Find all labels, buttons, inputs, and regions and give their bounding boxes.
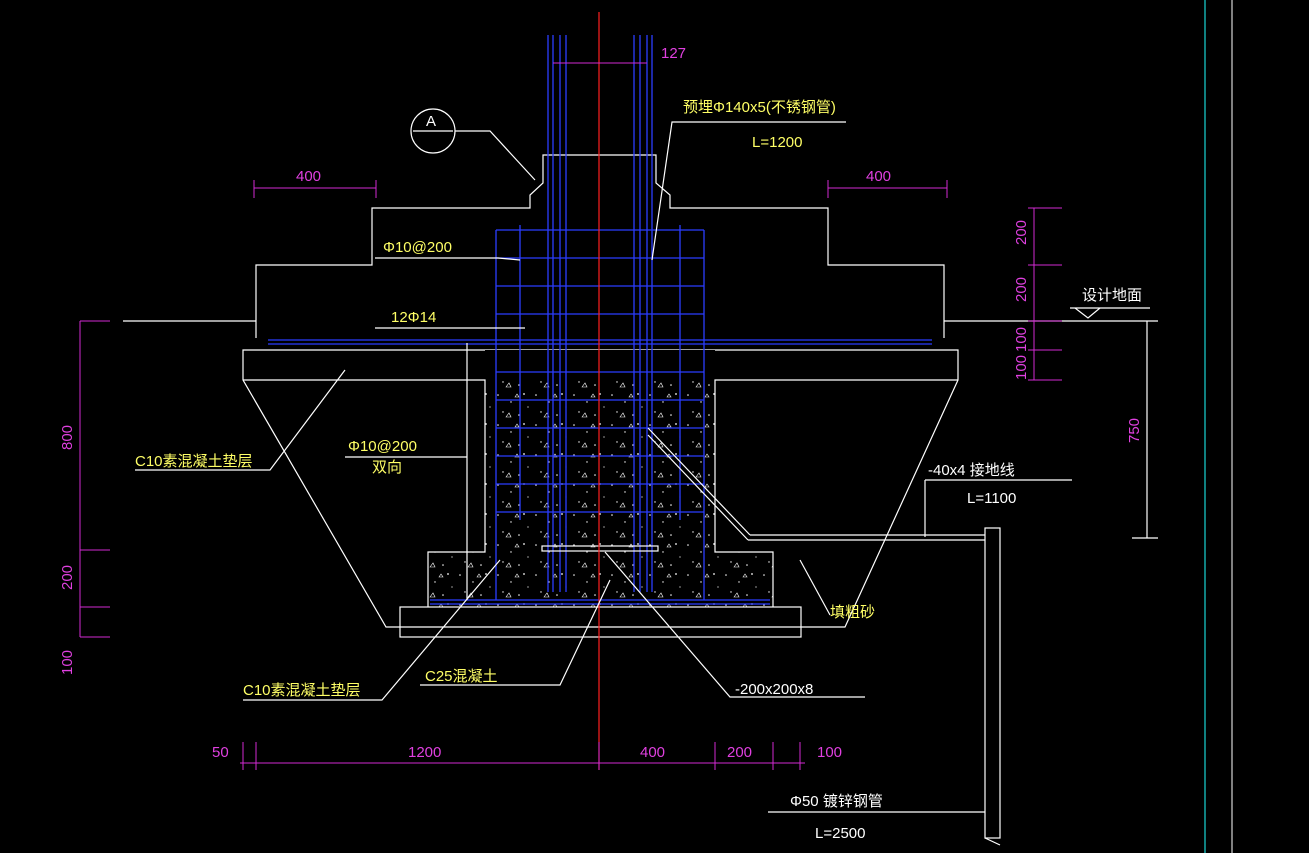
label-cushion-lower: C10素混凝土垫层	[243, 682, 361, 699]
leader-lines	[135, 108, 1150, 813]
dim-left-height-main: 800	[59, 425, 76, 450]
concrete-cushion	[242, 349, 959, 638]
rebar-cage	[268, 35, 932, 605]
dim-bottom-a: 50	[212, 744, 229, 761]
label-base-plate: -200x200x8	[735, 681, 813, 698]
label-stirrup-upper: Φ10@200	[383, 239, 452, 256]
label-galvanized-pipe: Φ50 镀锌钢管	[790, 793, 883, 810]
label-embedded-tube: 预埋Φ140x5(不锈钢管)	[683, 99, 836, 116]
label-ground-wire: -40x4 接地线	[928, 462, 1015, 479]
dim-right-tier-top: 200	[1013, 220, 1030, 245]
dim-right-depth: 750	[1126, 418, 1143, 443]
label-design-ground: 设计地面	[1082, 287, 1142, 304]
label-concrete-grade: C25混凝土	[425, 668, 498, 685]
dim-bottom-b: 1200	[408, 744, 441, 761]
label-mesh-bars-note: 双向	[372, 459, 402, 476]
dim-left-height-base: 100	[59, 650, 76, 675]
dim-right-tier-mid: 200	[1013, 277, 1030, 302]
label-galvanized-pipe-length: L=2500	[815, 825, 865, 842]
dim-step-left: 400	[296, 168, 321, 185]
label-mesh-bars: Φ10@200	[348, 438, 417, 455]
dimension-lines	[79, 62, 1158, 770]
base-plate	[541, 545, 659, 552]
dim-right-tier-low-a: 100	[1013, 327, 1030, 352]
dim-bottom-e: 100	[817, 744, 842, 761]
dim-bottom-c: 400	[640, 744, 665, 761]
dim-right-tier-low-b: 100	[1013, 355, 1030, 380]
label-cushion-upper: C10素混凝土垫层	[135, 453, 253, 470]
dim-bottom-d: 200	[727, 744, 752, 761]
label-ground-wire-length: L=1100	[967, 490, 1016, 507]
label-fill-sand: 填粗砂	[830, 604, 875, 621]
dim-top-tube-gap: 127	[661, 45, 686, 62]
dim-step-right: 400	[866, 168, 891, 185]
detail-marker: A	[426, 113, 436, 130]
label-top-bars: 12Φ14	[391, 309, 436, 326]
dim-left-height-mid: 200	[59, 565, 76, 590]
label-embedded-tube-length: L=1200	[752, 134, 802, 151]
grounding-assembly	[647, 427, 1001, 846]
drawing-frame	[1204, 0, 1233, 853]
